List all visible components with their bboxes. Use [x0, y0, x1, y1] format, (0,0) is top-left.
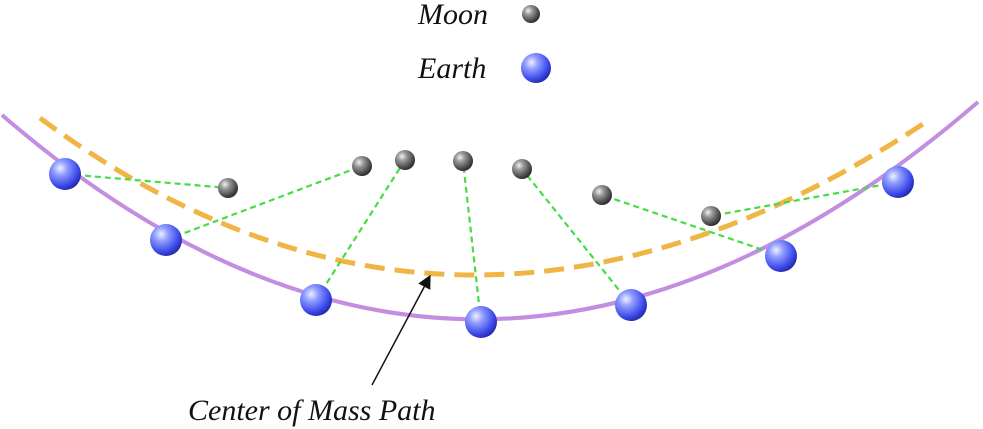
legend-earth-label: Earth	[417, 52, 486, 85]
earth-body	[465, 306, 497, 338]
legend: Moon Earth	[417, 0, 551, 85]
center-of-mass-path	[38, 115, 928, 278]
moon-body	[395, 150, 415, 170]
earth-body	[615, 289, 647, 321]
moon-body	[701, 206, 721, 226]
connector-line	[64, 172, 229, 190]
earth-path	[0, 100, 980, 322]
legend-moon-icon	[522, 5, 540, 23]
connector-line	[521, 168, 632, 306]
earth-positions	[49, 158, 914, 338]
earth-moon-connectors	[64, 159, 899, 323]
moon-body	[218, 178, 238, 198]
legend-earth-icon	[521, 53, 551, 83]
earth-body	[150, 224, 182, 256]
connector-line	[601, 193, 782, 258]
connector-line	[165, 164, 363, 242]
moon-body	[512, 159, 532, 179]
earth-body	[300, 284, 332, 316]
annotation-arrow	[371, 274, 431, 386]
earth-body	[49, 158, 81, 190]
earth-body	[765, 240, 797, 272]
moon-body	[453, 151, 473, 171]
moon-positions	[218, 150, 721, 226]
center-of-mass-label: Center of Mass Path	[188, 394, 436, 427]
connector-line	[710, 180, 899, 218]
moon-body	[592, 185, 612, 205]
legend-moon-label: Moon	[417, 0, 488, 31]
moon-body	[352, 156, 372, 176]
earth-body	[882, 166, 914, 198]
connector-line	[461, 160, 483, 323]
connector-line	[315, 159, 406, 301]
